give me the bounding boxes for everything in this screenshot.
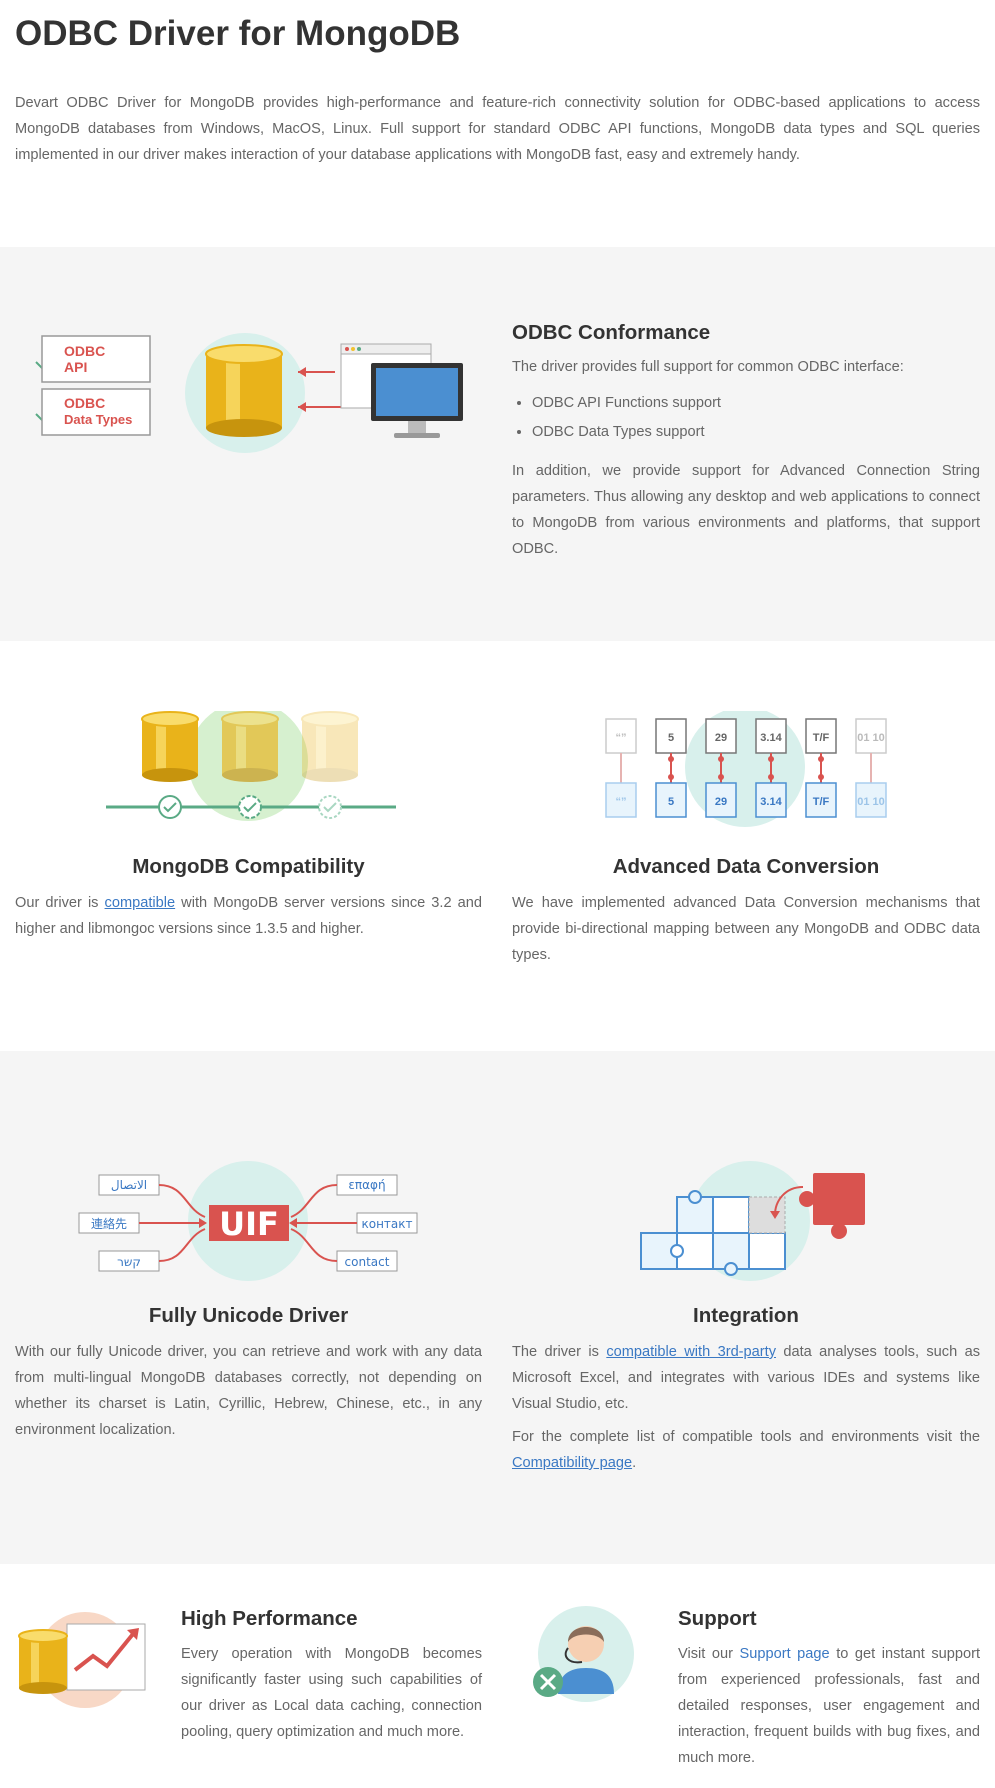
unicode-text: With our fully Unicode driver, you can r… <box>15 1344 482 1438</box>
performance-illustration <box>18 1612 146 1708</box>
conversion-column: T/F T/F <box>805 718 837 818</box>
check-icon <box>318 795 342 819</box>
conversion-title: Advanced Data Conversion <box>612 855 880 878</box>
integration-text-1: The driver is compatible with 3rd-party … <box>512 1344 980 1412</box>
type-token-label: 29 <box>715 732 727 744</box>
type-token-label: 3.14 <box>760 796 782 808</box>
svg-text:الاتصال: الاتصال <box>111 1178 147 1192</box>
conformance-title: ODBC Conformance <box>512 321 711 344</box>
compatibility-text: Our driver is compatible with MongoDB se… <box>15 895 482 937</box>
compatibility-page-link[interactable]: Compatibility page <box>512 1455 633 1471</box>
conversion-column: 01 10 01 10 <box>855 718 887 818</box>
compatibility-illustration <box>106 711 396 821</box>
unicode-title: Fully Unicode Driver <box>148 1304 349 1327</box>
conformance-lead: The driver provides full support for com… <box>512 359 904 375</box>
conversion-column: 29 29 <box>705 718 737 818</box>
type-token-label: T/F <box>813 796 830 808</box>
tools-icon <box>533 1667 563 1697</box>
conformance-section: ODBC API ODBC Data Types <box>0 247 995 641</box>
type-token-label: “” <box>616 796 627 808</box>
svg-text:Data Types: Data Types <box>64 412 132 427</box>
type-token-label: 01 10 <box>857 732 885 744</box>
compatible-3rd-party-link[interactable]: compatible with 3rd-party <box>606 1344 776 1360</box>
support-text: Visit our Support page to get instant su… <box>678 1646 980 1766</box>
check-icon <box>158 795 182 819</box>
unicode-illustration: الاتصال 連絡先 קשר επαφή контакт contact UI… <box>78 1161 418 1281</box>
performance-text: Every operation with MongoDB becomes sig… <box>181 1646 482 1740</box>
svg-text:UIF: UIF <box>219 1205 279 1243</box>
integration-title: Integration <box>693 1304 799 1327</box>
compatibility-title: MongoDB Compatibility <box>132 855 365 878</box>
svg-text:ODBC: ODBC <box>64 343 105 359</box>
odbc-api-card <box>41 335 151 383</box>
list-item: ODBC API Functions support <box>532 389 721 418</box>
type-token-label: 5 <box>668 796 674 808</box>
performance-support-section: High Performance Every operation with Mo… <box>0 1564 995 1788</box>
conformance-illustration: ODBC API ODBC Data Types <box>35 333 463 453</box>
monitor-icon <box>371 363 463 438</box>
svg-text:קשר: קשר <box>117 1255 141 1269</box>
database-icon <box>18 1629 68 1694</box>
conversion-column: 55 <box>655 718 687 818</box>
conformance-bullets: ODBC API Functions support ODBC Data Typ… <box>512 389 721 447</box>
type-token-label: 3.14 <box>760 732 782 744</box>
conformance-body: In addition, we provide support for Adva… <box>512 463 980 557</box>
compatible-link[interactable]: compatible <box>104 895 176 911</box>
conversion-column: 3.14 3.14 <box>755 718 787 818</box>
database-icon <box>221 711 279 782</box>
database-icon <box>141 711 199 782</box>
integration-text-2: For the complete list of compatible tool… <box>512 1429 980 1471</box>
unicode-logo-icon: UIF <box>209 1205 289 1243</box>
svg-text:contact: contact <box>345 1255 390 1269</box>
svg-text:επαφή: επαφή <box>348 1178 385 1192</box>
integration-illustration <box>640 1161 865 1281</box>
svg-text:API: API <box>64 359 87 375</box>
conversion-column: “” “” <box>605 718 637 818</box>
check-icon <box>238 795 262 819</box>
type-token-label: T/F <box>813 732 830 744</box>
database-icon <box>205 344 283 437</box>
odbc-data-types-card <box>41 388 151 436</box>
type-token-label: 29 <box>715 796 727 808</box>
puzzle-icon <box>640 1190 786 1276</box>
support-illustration <box>533 1606 634 1702</box>
red-puzzle-piece-icon <box>799 1173 865 1239</box>
list-item: ODBC Data Types support <box>532 418 721 447</box>
unicode-integration-section: الاتصال 連絡先 קשר επαφή контакт contact UI… <box>0 1051 995 1564</box>
intro-text: Devart ODBC Driver for MongoDB provides … <box>15 95 980 163</box>
svg-text:контакт: контакт <box>361 1217 412 1231</box>
conversion-text: We have implemented advanced Data Conver… <box>512 895 980 963</box>
type-token-label: 01 10 <box>857 796 885 808</box>
support-title: Support <box>678 1607 757 1630</box>
type-token-label: 5 <box>668 732 674 744</box>
svg-text:ODBC: ODBC <box>64 395 105 411</box>
support-page-link[interactable]: Support page <box>739 1646 830 1662</box>
performance-title: High Performance <box>181 1607 358 1630</box>
database-icon <box>301 711 359 782</box>
type-token-label: “” <box>616 732 627 744</box>
svg-text:連絡先: 連絡先 <box>91 1216 127 1231</box>
page-title: ODBC Driver for MongoDB <box>15 14 461 53</box>
